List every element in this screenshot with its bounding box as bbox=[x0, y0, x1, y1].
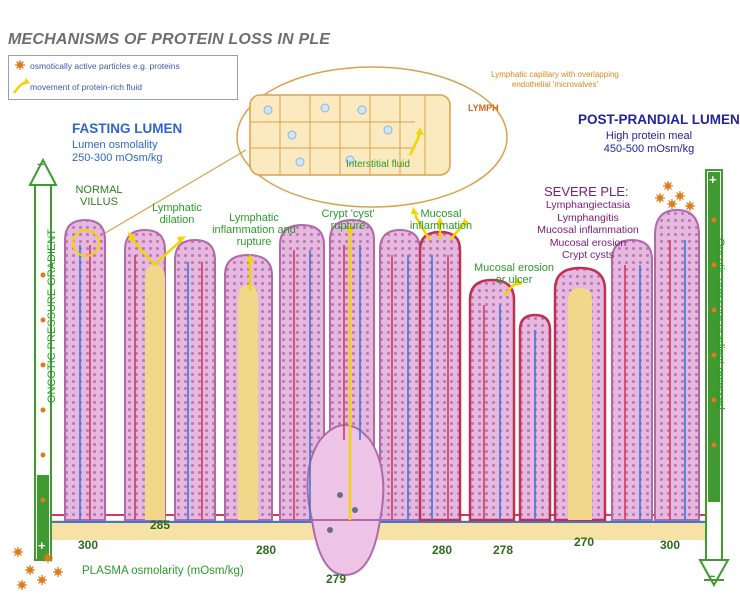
severe-item: Lymphangitis bbox=[557, 211, 619, 224]
plasma-value: 300 bbox=[78, 538, 99, 552]
severe-item: Mucosal erosion bbox=[549, 236, 627, 249]
plasma-value: 278 bbox=[493, 543, 514, 557]
capillary-note: Lymphatic capillary with overlapping end… bbox=[491, 70, 619, 89]
plasma-value: 300 bbox=[660, 538, 681, 552]
lymph-label: LYMPH bbox=[468, 103, 499, 113]
severe-item: Lymphangiectasia bbox=[545, 199, 631, 211]
severe-item: Mucosal inflammation bbox=[537, 224, 639, 236]
plasma-value: 285 bbox=[150, 518, 171, 532]
legend-box bbox=[8, 55, 238, 100]
right-minus-sign: – bbox=[708, 568, 716, 583]
legend-fluid-label: movement of protein-rich fluid bbox=[30, 82, 142, 92]
severe-ple-list: Lymphangiectasia Lymphangitis Mucosal in… bbox=[526, 199, 650, 262]
plasma-value: 280 bbox=[432, 543, 453, 557]
severe-ple-heading: SEVERE PLE: bbox=[544, 184, 629, 199]
right-plus-sign: + bbox=[709, 172, 717, 187]
mucosal-erosion-label: Mucosal erosion or ulcer bbox=[473, 262, 555, 286]
left-gradient-label: ONCOTIC PRESSURE GRADIENT bbox=[46, 228, 58, 404]
crypt-cyst-label: Crypt 'cyst' rupture bbox=[321, 208, 375, 232]
legend-particle-icon bbox=[14, 59, 26, 71]
plasma-value: 280 bbox=[256, 543, 277, 557]
particle-cluster-lumen bbox=[654, 180, 696, 212]
postprandial-line2: 450-500 mOsm/kg bbox=[603, 143, 695, 155]
right-gradient-arrow bbox=[698, 169, 730, 588]
crypt-cyst bbox=[306, 424, 385, 521]
lymphatic-capillary-drawing bbox=[249, 94, 451, 176]
fasting-heading: FASTING LUMEN bbox=[72, 121, 183, 136]
left-plus-sign: + bbox=[38, 538, 46, 553]
severe-item: Crypt cysts bbox=[562, 249, 614, 261]
postprandial-line1: High protein meal bbox=[605, 130, 693, 142]
legend-particles-label: osmotically active particles e.g. protei… bbox=[30, 61, 180, 71]
plasma-value: 279 bbox=[326, 572, 347, 586]
left-gradient-arrow bbox=[28, 157, 58, 561]
interstitial-fluid-label: Interstitial fluid bbox=[346, 159, 410, 170]
lymphatic-dilation-label: Lymphatic dilation bbox=[152, 202, 202, 226]
postprandial-heading: POST-PRANDIAL LUMEN bbox=[578, 112, 740, 127]
normal-villus-marker bbox=[72, 229, 100, 257]
left-minus-sign: – bbox=[37, 156, 45, 171]
mucosal-inflammation-label: Mucosal inflammation bbox=[409, 208, 473, 232]
normal-villus-label: NORMAL VILLUS bbox=[75, 184, 123, 208]
plasma-value: 270 bbox=[574, 535, 595, 549]
plasma-osmolarity-label: PLASMA osmolarity (mOsm/kg) bbox=[82, 565, 244, 577]
right-gradient-label: Oncotic pressure gradient reversed bbox=[714, 238, 726, 410]
lymphatic-inflammation-label: Lymphatic inflammation and rupture bbox=[212, 212, 296, 248]
fasting-line2: 250-300 mOsm/kg bbox=[72, 152, 163, 164]
fasting-line1: Lumen osmolality bbox=[72, 139, 158, 151]
page-title: MECHANISMS OF PROTEIN LOSS IN PLE bbox=[8, 31, 331, 48]
